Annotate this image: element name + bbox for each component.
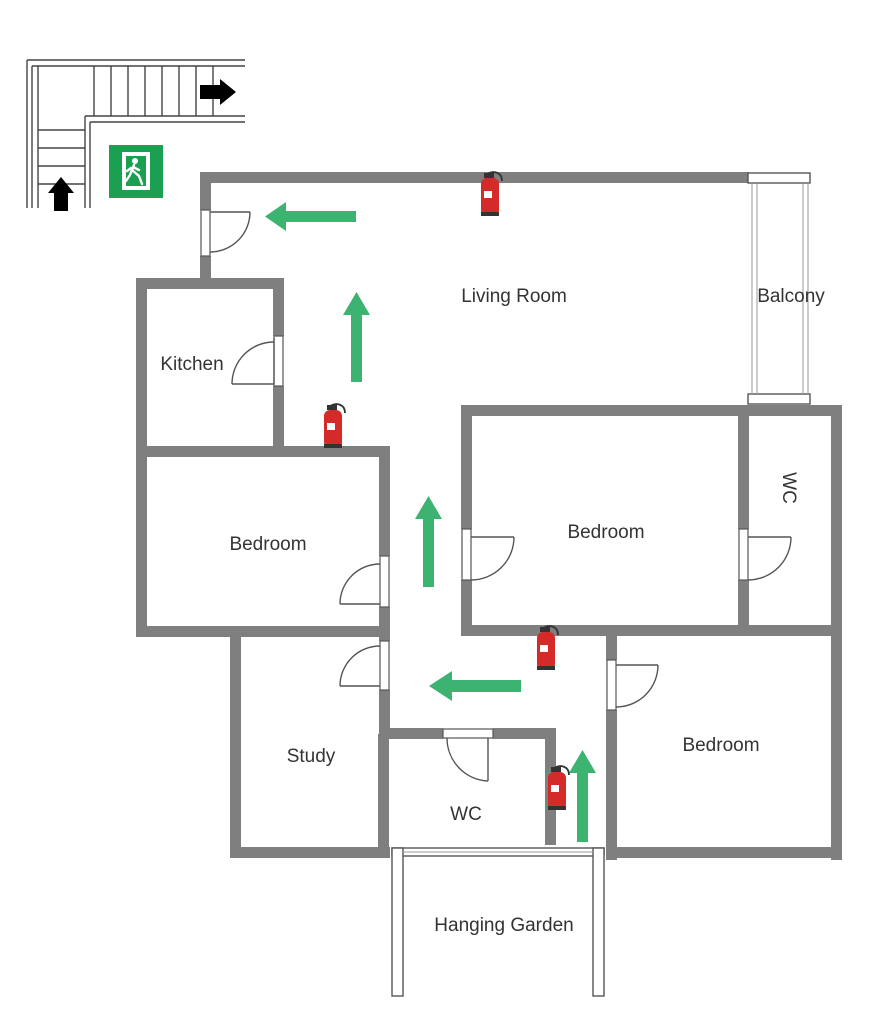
label-bedroom-lower-right: Bedroom [682,735,759,756]
fire-extinguisher-icon [548,765,570,810]
door-bedroom-center[interactable] [461,528,515,581]
label-wc-right: WC [778,472,799,504]
fire-extinguisher-icon [537,625,559,670]
door-entry[interactable] [200,209,251,257]
evacuation-arrow-up-icon [343,292,370,382]
door-study[interactable] [339,640,390,691]
evacuation-arrow-left-icon [265,202,356,231]
label-bedroom-center: Bedroom [567,522,644,543]
door-wc-bottom[interactable] [442,728,494,782]
label-study: Study [287,746,336,767]
door-wc-right[interactable] [738,528,792,581]
balcony-glazing [747,172,811,405]
walls [136,172,842,860]
fire-extinguisher-icon [324,403,346,448]
evacuation-arrow-up-icon [569,750,596,842]
label-wc-bottom: WC [450,804,482,825]
hanging-garden-glazing [391,847,605,997]
staircase [26,59,245,208]
door-bedroom-left[interactable] [339,555,390,608]
label-hanging-garden: Hanging Garden [434,915,573,936]
label-living-room: Living Room [461,286,567,307]
evacuation-arrow-up-icon [415,496,442,587]
evacuation-arrow-left-icon [429,671,521,701]
stair-arrow-right-icon [200,79,236,105]
label-balcony: Balcony [757,286,825,307]
emergency-exit-icon [109,145,163,198]
label-kitchen: Kitchen [160,354,223,375]
label-bedroom-left: Bedroom [229,534,306,555]
stair-arrow-up-icon [48,177,74,211]
fire-extinguisher-icon [481,171,503,216]
door-bedroom-lower-right[interactable] [606,659,659,711]
door-kitchen[interactable] [231,335,284,387]
